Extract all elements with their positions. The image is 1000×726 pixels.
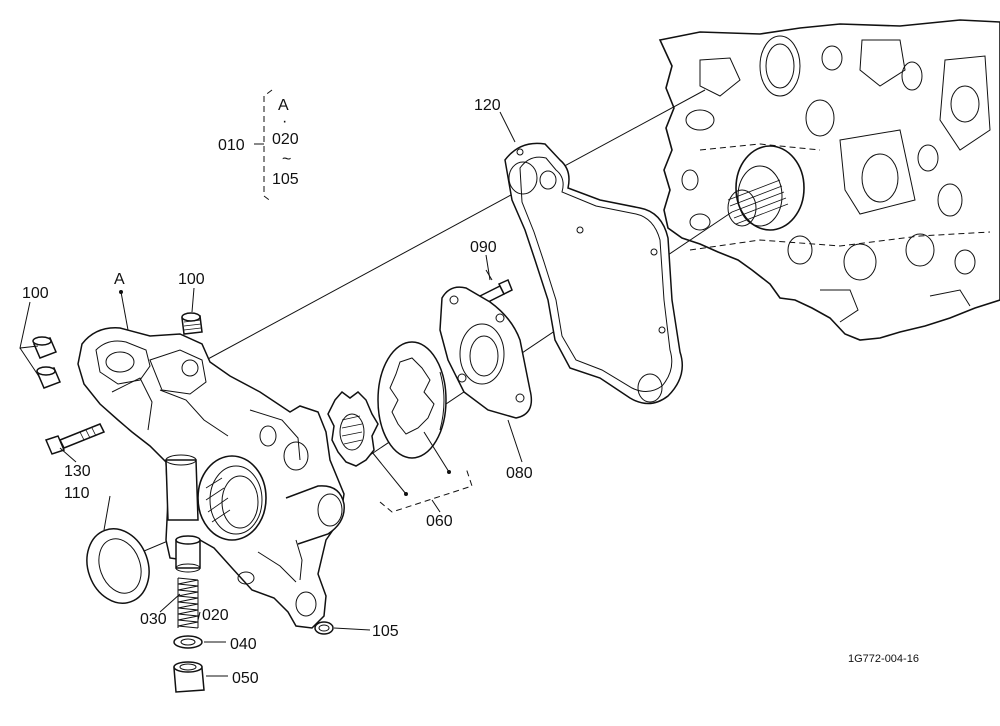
label-090: 090 <box>470 239 497 256</box>
label-120: 120 <box>474 97 501 114</box>
part-labels: 120 090 080 060 A 100 100 130 110 030 02… <box>22 97 919 687</box>
group-label-dot: · <box>282 113 287 130</box>
leader-lines <box>19 111 523 677</box>
label-A-housing: A <box>114 271 125 288</box>
label-050: 050 <box>232 670 259 687</box>
rotor-set-bracket <box>371 431 473 513</box>
group-bracket: A · 020 ~ 105 010 <box>218 89 299 203</box>
oil-seal-110 <box>86 528 150 604</box>
inner-rotor <box>327 390 379 467</box>
label-080: 080 <box>506 465 533 482</box>
relief-valve-030 <box>175 535 201 573</box>
plate-080 <box>439 286 533 419</box>
pump-housing <box>77 327 345 629</box>
label-010: 010 <box>218 137 245 154</box>
label-020: 020 <box>202 607 229 624</box>
plugs-100-left <box>32 336 61 389</box>
drawing-code: 1G772-004-16 <box>848 653 919 665</box>
label-030: 030 <box>140 611 167 628</box>
group-label-top: A <box>278 97 289 114</box>
spring-020 <box>177 577 199 629</box>
washer-040 <box>173 635 203 649</box>
group-label-end: 105 <box>272 171 299 188</box>
bolt-130 <box>44 423 106 455</box>
oring-105 <box>314 621 334 635</box>
label-060: 060 <box>426 513 453 530</box>
group-label-tilde: ~ <box>282 151 291 168</box>
engine-block <box>658 19 1000 341</box>
label-110: 110 <box>64 485 90 502</box>
label-100-left: 100 <box>22 285 49 302</box>
outer-rotor <box>377 341 447 459</box>
cap-plug-050 <box>173 661 205 693</box>
group-label-start: 020 <box>272 131 299 148</box>
label-040: 040 <box>230 636 257 653</box>
spline-shaft <box>727 179 789 227</box>
plug-100-top <box>181 312 203 335</box>
label-105: 105 <box>372 623 399 640</box>
label-100-top: 100 <box>178 271 205 288</box>
label-130: 130 <box>64 463 91 480</box>
gasket-120 <box>504 142 683 405</box>
